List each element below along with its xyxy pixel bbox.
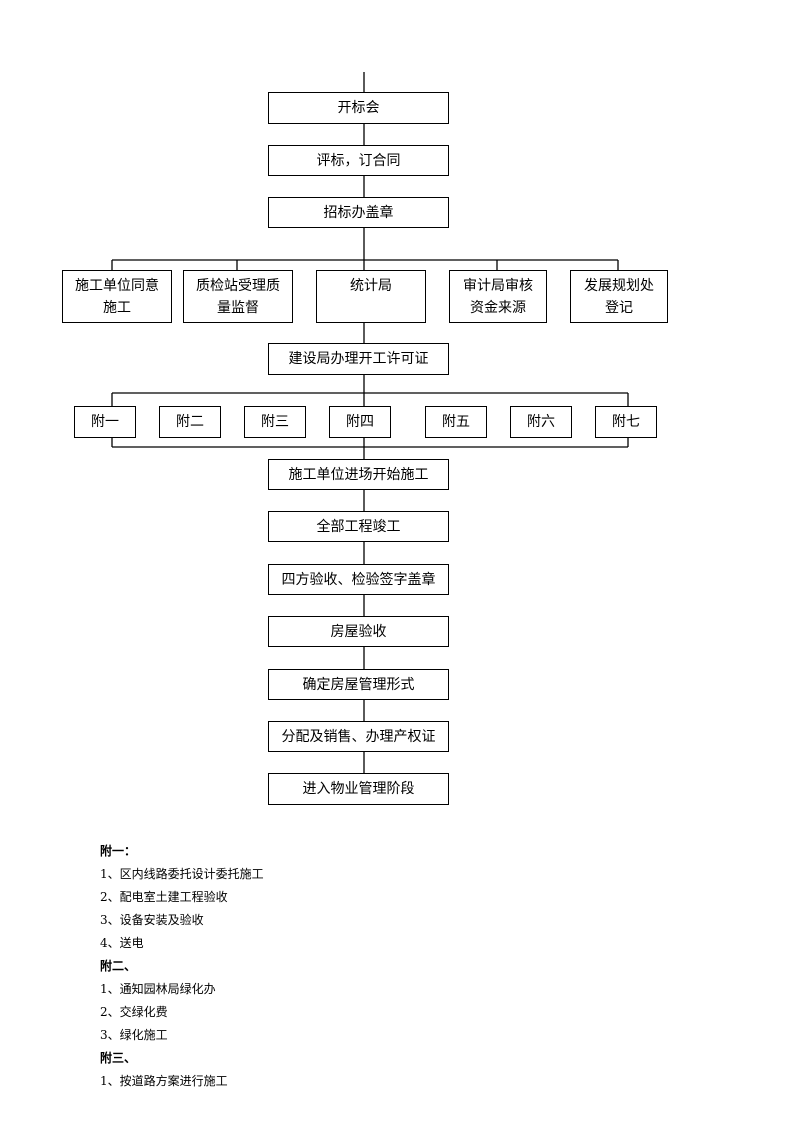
attachment-5: 附五 [425, 406, 487, 438]
step-construction-permit: 建设局办理开工许可证 [268, 343, 449, 375]
branch-label: 审计局审核 资金来源 [463, 278, 533, 316]
note-a1-item: 2、配电室土建工程验收 [100, 890, 228, 904]
step-bid-opening: 开标会 [268, 92, 449, 124]
branch-statistics-bureau: 统计局 [316, 270, 426, 323]
step-house-acceptance: 房屋验收 [268, 616, 449, 647]
attachment-6: 附六 [510, 406, 572, 438]
step-allocation-sales: 分配及销售、办理产权证 [268, 721, 449, 752]
note-a2-item: 1、通知园林局绿化办 [100, 982, 216, 996]
note-a2-item: 3、绿化施工 [100, 1028, 168, 1042]
step-start-construction: 施工单位进场开始施工 [268, 459, 449, 490]
note-a1-item: 4、送电 [100, 936, 144, 950]
branch-contractor: 施工单位同意 施工 [62, 270, 172, 323]
step-bid-evaluation: 评标，订合同 [268, 145, 449, 176]
note-a1-item: 3、设备安装及验收 [100, 913, 204, 927]
branch-label: 质检站受理质 量监督 [196, 278, 280, 316]
branch-audit-bureau: 审计局审核 资金来源 [449, 270, 547, 323]
note-a3-item: 1、按道路方案进行施工 [100, 1074, 228, 1088]
note-a2-item: 2、交绿化费 [100, 1005, 168, 1019]
attachment-1: 附一 [74, 406, 136, 438]
branch-label: 施工单位同意 施工 [75, 278, 159, 316]
attachment-2: 附二 [159, 406, 221, 438]
attachment-3: 附三 [244, 406, 306, 438]
note-a1-title: 附一： [100, 844, 137, 858]
step-property-management: 进入物业管理阶段 [268, 773, 449, 805]
attachment-7: 附七 [595, 406, 657, 438]
step-tender-office-seal: 招标办盖章 [268, 197, 449, 228]
branch-label: 发展规划处 登记 [584, 278, 654, 316]
step-project-completion: 全部工程竣工 [268, 511, 449, 542]
step-management-form: 确定房屋管理形式 [268, 669, 449, 700]
attachment-4: 附四 [329, 406, 391, 438]
step-four-party-acceptance: 四方验收、检验签字盖章 [268, 564, 449, 595]
note-a1-item: 1、区内线路委托设计委托施工 [100, 867, 264, 881]
note-a3-title: 附三、 [100, 1051, 137, 1065]
note-a2-title: 附二、 [100, 959, 137, 973]
branch-quality-station: 质检站受理质 量监督 [183, 270, 293, 323]
branch-label: 统计局 [350, 278, 392, 294]
branch-planning-office: 发展规划处 登记 [570, 270, 668, 323]
